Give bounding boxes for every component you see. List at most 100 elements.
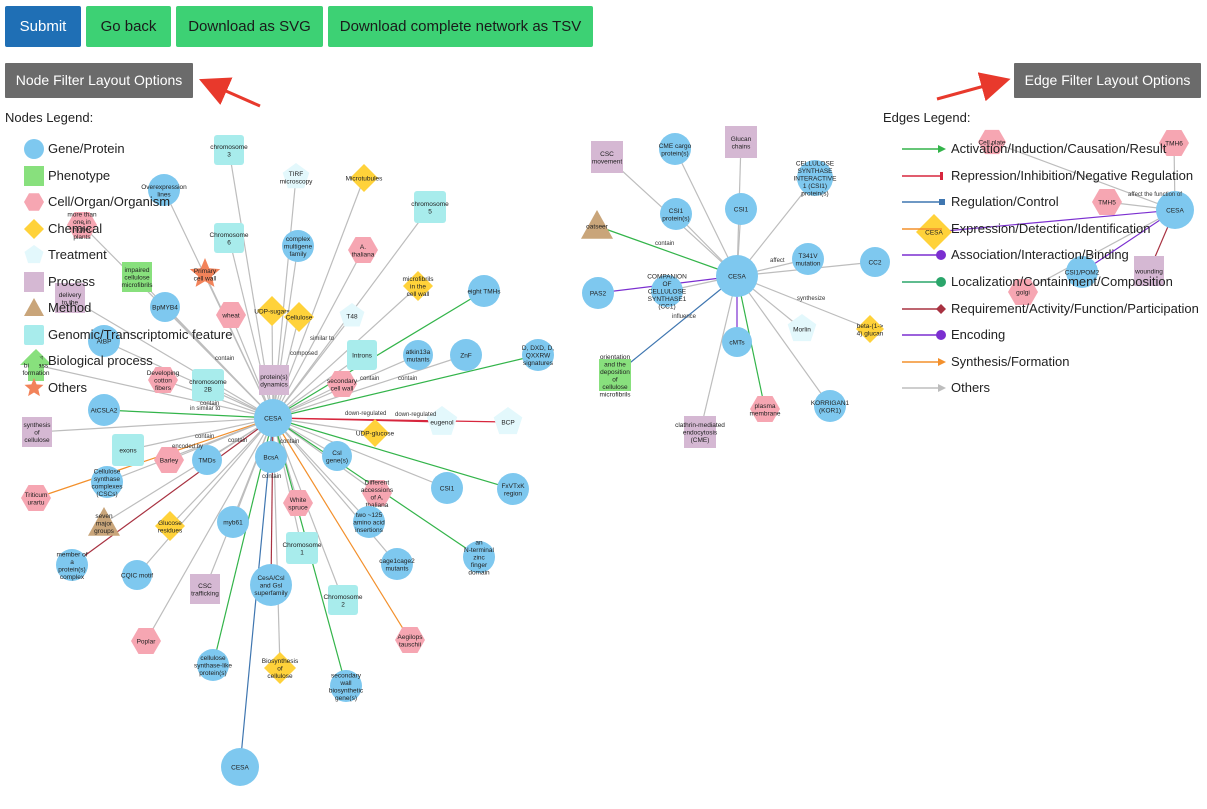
network1-node[interactable]: exons [112,434,144,466]
network1-node[interactable]: eugenol [426,406,458,435]
network1-node[interactable]: CQIC motif [121,560,153,590]
network2-node[interactable]: CSI1 [725,193,757,225]
network3-node[interactable]: TMH6 [1159,130,1189,156]
network3-center-node[interactable]: CESA [1156,191,1194,229]
network1-node[interactable]: Poplar [131,628,161,654]
network1-node[interactable]: CSI1 [431,472,463,504]
network3-node[interactable]: TMH5 [1092,189,1122,215]
network1-node[interactable]: AtCSLA2 [88,394,120,426]
network1-node[interactable]: BpMYB4 [150,292,180,322]
network1-node[interactable]: wheat [216,302,246,328]
network1-node[interactable]: T48 [339,303,365,327]
network1-node[interactable]: AtBP [88,325,120,357]
network3-node[interactable]: golgi [1008,279,1038,305]
network1-node-label: wheat [221,313,240,320]
network1-node[interactable]: ZnF [450,339,482,371]
network1-node[interactable]: myb61 [217,506,249,538]
network3-node[interactable]: CESA [916,214,952,250]
network3-node[interactable]: CSI1/POM2 [1065,256,1100,288]
network1-node[interactable]: UDP-sugars [254,296,290,326]
network1-node[interactable]: Cellulose [284,302,314,332]
network1-node[interactable]: Barley [154,447,184,473]
network1-center-node[interactable]: CESA [254,399,292,437]
network1-node[interactable]: Introns [347,340,377,370]
node-filter-layout-button[interactable]: Node Filter Layout Options [5,63,193,98]
network2-node[interactable]: beta-(1->4) glucan [856,315,884,343]
network2-node[interactable]: Morlin [787,314,817,342]
network2-node[interactable]: cMTs [722,327,752,357]
network1-node[interactable]: CESA [221,748,259,786]
network1-node[interactable]: BCP [493,407,523,435]
network1-node[interactable]: A.thaliana [348,237,378,263]
network2-node[interactable]: CC2 [860,247,890,277]
edge-filter-layout-button[interactable]: Edge Filter Layout Options [1014,63,1201,98]
network2-node[interactable]: PAS2 [582,277,614,309]
network2-node[interactable]: oatseer [581,210,613,239]
download-svg-button[interactable]: Download as SVG [176,6,323,47]
download-tsv-button[interactable]: Download complete network as TSV [328,6,593,47]
submit-button[interactable]: Submit [5,6,81,47]
network1-node[interactable]: protein(s)dynamics [259,365,289,395]
edges-legend-label: Requirement/Activity/Function/Participat… [951,300,1199,316]
network2-center-node[interactable]: CESA [716,255,758,297]
go-back-button[interactable]: Go back [86,6,171,47]
network1-node[interactable]: UDP-glucose [356,419,395,447]
network1-node[interactable]: TMDs [192,445,222,475]
network3-node[interactable]: Cell plate [978,129,1006,155]
network1-node[interactable]: eight TMHs [467,275,501,307]
network2-node[interactable]: KORRIGAN1(KOR1) [811,390,850,422]
network3-node[interactable]: wounding [1134,256,1164,286]
network1-node[interactable]: Microtubules [346,164,384,192]
network1-node[interactable]: BcsA [255,441,287,473]
